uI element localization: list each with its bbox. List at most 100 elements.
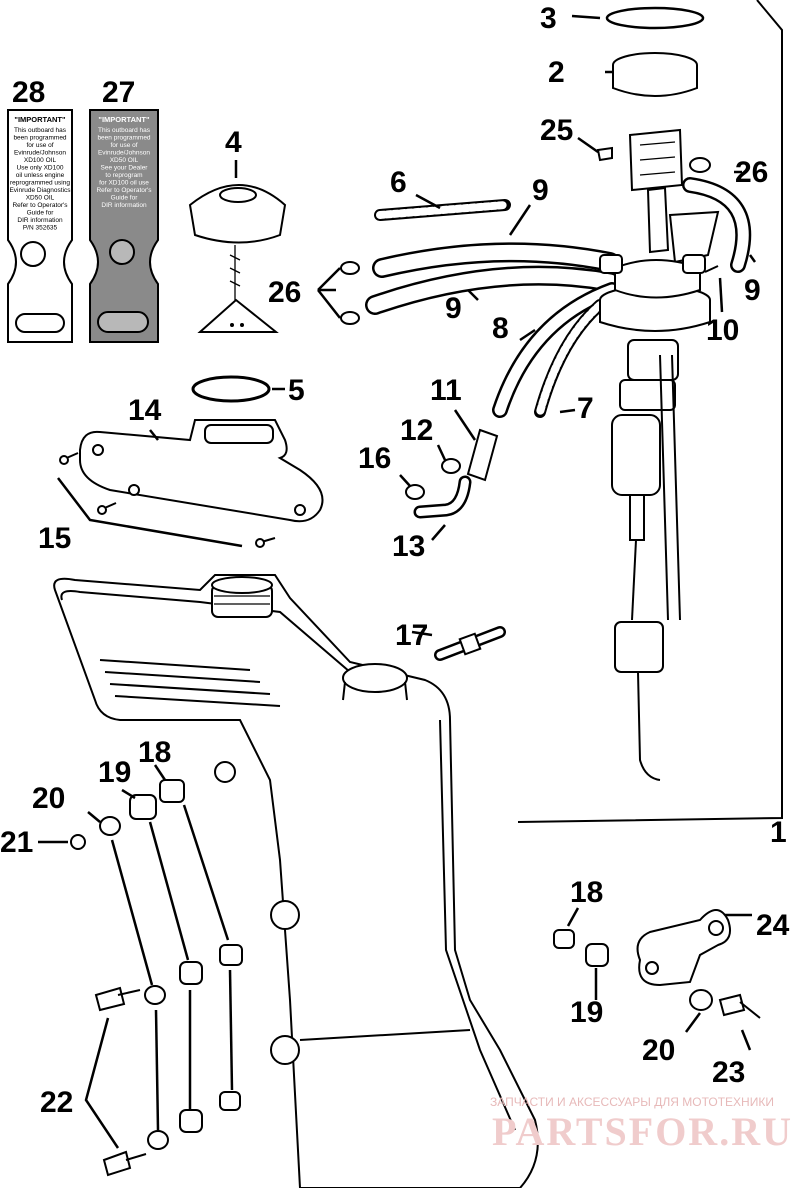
callout-16: 16 (358, 442, 391, 475)
bracket-24 (636, 909, 752, 987)
decal-text-line: for XD100 oil use (99, 180, 149, 187)
callout-20-right: 20 (642, 1034, 675, 1067)
callout-26-right: 26 (735, 156, 768, 189)
decal-text-line: XD50 OIL (26, 195, 55, 202)
callout-leaders (87, 14, 757, 1000)
grommet-19-left (129, 794, 190, 961)
o-ring-5 (191, 375, 271, 403)
decal-text-line: Evinrude/Johnson (14, 150, 66, 157)
hose-8 (492, 282, 620, 418)
callout-1: 1 (770, 816, 787, 849)
watermark-brand: PARTSFOR.RU (492, 1109, 793, 1154)
callout-9-top: 9 (532, 174, 549, 207)
washer-20-left (99, 816, 154, 986)
bolts-22 (84, 986, 147, 1177)
elbow-hose-13 (413, 475, 472, 519)
decal-27-heading: "IMPORTANT" (98, 115, 150, 124)
callout-numbers: 1 2 3 4 5 6 7 8 9 9 9 10 11 12 13 14 15 … (0, 2, 790, 1119)
callout-11: 11 (430, 374, 462, 407)
gasket-plate-14 (79, 419, 324, 523)
watermark: ЗАПЧАСТИ И АКСЕССУАРЫ ДЛЯ МОТОТЕХНИКИ PA… (490, 1095, 793, 1154)
decal-text-line: reprogrammed using (10, 180, 70, 187)
callout-8: 8 (492, 312, 509, 345)
hose-9-lower (365, 265, 620, 315)
callout-4: 4 (225, 126, 242, 159)
hose-9-right (682, 177, 752, 273)
callout-19-left: 19 (98, 756, 131, 789)
callout-28: 28 (12, 76, 45, 109)
clamp-26-right (689, 157, 711, 173)
fitting-11 (466, 428, 499, 482)
connector-17 (434, 626, 506, 661)
grommet-18-right (553, 907, 580, 949)
clamps-26-left (317, 261, 360, 325)
callout-21: 21 (0, 826, 33, 859)
decal-text-line: XD50 OIL (110, 157, 139, 164)
callout-18-left: 18 (138, 736, 171, 769)
hose-6 (374, 199, 511, 221)
decal-text-line: for use of (26, 142, 53, 149)
decal-text-line: See your Dealer (101, 165, 149, 172)
decal-text-line: to reprogram (105, 172, 142, 179)
callout-13: 13 (392, 530, 425, 563)
callout-26-left: 26 (268, 276, 301, 309)
screws-15 (57, 452, 276, 548)
clamp-16 (405, 484, 425, 500)
callout-20-left: 20 (32, 782, 65, 815)
callout-22: 22 (40, 1086, 73, 1119)
decal-text-line: for use of (110, 142, 137, 149)
decal-text-line: Use only XD100 (17, 165, 64, 172)
decal-text-line: been programmed (97, 135, 150, 142)
callout-14: 14 (128, 394, 162, 427)
callout-25: 25 (540, 114, 573, 147)
decal-text-line: oil unless engine (16, 172, 65, 179)
bolt-23 (718, 993, 761, 1051)
decal-text-line: Guide for (111, 195, 139, 202)
decal-text-line: P/N 352635 (23, 225, 58, 232)
watermark-caption: ЗАПЧАСТИ И АКСЕССУАРЫ ДЛЯ МОТОТЕХНИКИ (490, 1095, 774, 1109)
decal-text-line: been programmed (13, 135, 66, 142)
decal-28-heading: "IMPORTANT" (14, 115, 66, 124)
washer-20-right (684, 989, 713, 1033)
mount-hardware-lower-left (144, 944, 243, 1150)
assembly-bracket-1 (517, 0, 783, 823)
callout-17: 17 (395, 619, 428, 652)
nut-21 (38, 834, 86, 850)
callout-9-right: 9 (744, 274, 761, 307)
decal-text-line: Evinrude/Johnson (98, 150, 150, 157)
decal-text-line: This outboard has (14, 127, 67, 134)
callout-6: 6 (390, 166, 407, 199)
callout-5: 5 (288, 374, 305, 407)
oil-tank (53, 574, 539, 1188)
callout-18-right: 18 (570, 876, 603, 909)
grommet-18-left (159, 779, 230, 941)
decal-text-line: Evinrude Diagnostics (9, 187, 71, 194)
clamp-12 (441, 458, 461, 474)
callout-15: 15 (38, 522, 71, 555)
callout-3: 3 (540, 2, 557, 35)
decal-text-line: This outboard has (98, 127, 151, 134)
callout-24: 24 (756, 909, 790, 942)
callout-10: 10 (706, 314, 739, 347)
decal-text-line: Refer to Operator's (96, 187, 152, 194)
hose-9-upper (372, 242, 620, 278)
callout-9-middle: 9 (445, 292, 462, 325)
callout-12: 12 (400, 414, 433, 447)
decal-text-line: Refer to Operator's (12, 202, 68, 209)
callout-27: 27 (102, 76, 135, 109)
decal-text-line: XD100 OIL (24, 157, 57, 164)
grommet-19-right (585, 943, 609, 967)
decal-text-line: DIR information (17, 217, 63, 224)
callout-7: 7 (577, 392, 594, 425)
fuel-pump-assembly (596, 6, 720, 781)
sleeve-7 (534, 299, 606, 418)
callout-19-right: 19 (570, 996, 603, 1029)
filler-cap-4 (188, 184, 287, 333)
callout-23: 23 (712, 1056, 745, 1089)
